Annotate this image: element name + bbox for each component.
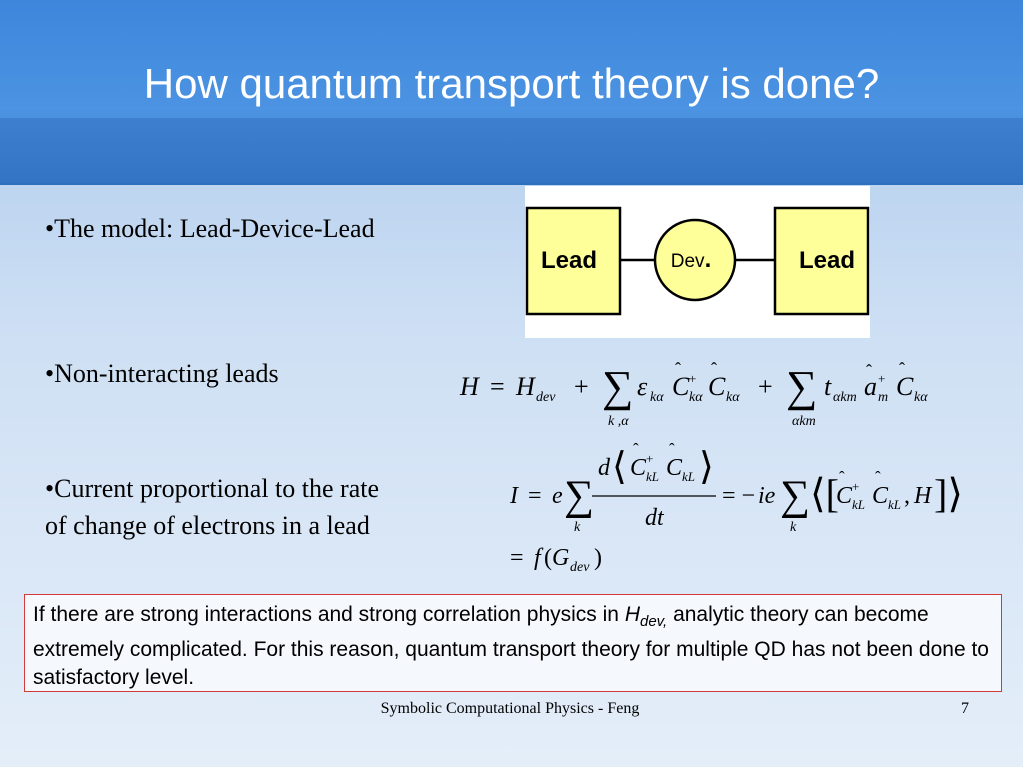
svg-text:C: C	[666, 455, 683, 481]
svg-text:kL: kL	[682, 469, 695, 484]
note-text-after: analytic theory can become extremely com…	[33, 603, 989, 690]
svg-text:∑: ∑	[786, 362, 817, 411]
svg-text:⟩: ⟩	[699, 446, 714, 488]
svg-text:G: G	[552, 545, 569, 571]
svg-text:kL: kL	[646, 469, 659, 484]
svg-text:+: +	[689, 371, 696, 386]
svg-text:(: (	[544, 545, 552, 571]
slide-title: How quantum transport theory is done?	[143, 60, 880, 107]
svg-text:=: =	[528, 483, 542, 509]
hamiltonian-equation: H = H dev + ∑ k ,α ε kα C ˆ + kα C ˆ kα …	[459, 359, 928, 429]
svg-text:kα: kα	[650, 390, 664, 405]
svg-text:C: C	[872, 483, 889, 509]
device-label: Dev.	[671, 246, 711, 273]
lead-box-right	[773, 206, 870, 316]
svg-text:kα: kα	[726, 390, 740, 405]
svg-text:,: ,	[904, 483, 910, 509]
svg-text:⟨: ⟨	[612, 446, 627, 488]
svg-text:k: k	[574, 520, 581, 535]
equations: H = H dev + ∑ k ,α ε kα C ˆ + kα C ˆ kα …	[440, 355, 1000, 585]
svg-text:+: +	[646, 451, 653, 466]
svg-text:αkm: αkm	[833, 390, 857, 405]
svg-text:H: H	[459, 372, 480, 401]
svg-text:t: t	[824, 372, 832, 401]
svg-text:kL: kL	[888, 497, 901, 512]
svg-text:+: +	[852, 479, 859, 494]
svg-text:C: C	[836, 483, 853, 509]
svg-text:=: =	[490, 372, 505, 401]
footer: Symbolic Computational Physics - Feng	[380, 700, 640, 717]
svg-text:ˆ: ˆ	[669, 440, 675, 459]
svg-text:∑: ∑	[780, 473, 810, 519]
svg-text:kα: kα	[914, 390, 928, 405]
svg-text:]⟩: ]⟩	[934, 471, 963, 516]
svg-text:+: +	[574, 372, 589, 401]
svg-text:C: C	[708, 372, 726, 401]
lead-box-left	[525, 206, 622, 316]
svg-text:ˆ: ˆ	[675, 359, 681, 379]
svg-text:=: =	[510, 545, 524, 571]
svg-text:ˆ: ˆ	[899, 359, 905, 379]
svg-text:a: a	[864, 372, 877, 401]
svg-text:= −: = −	[722, 483, 755, 509]
note-box: If there are strong interactions and str…	[24, 594, 1002, 692]
svg-text:f: f	[534, 545, 544, 571]
bullet-current: •Current proportional to the rate	[45, 474, 380, 503]
svg-text:dt: dt	[645, 505, 665, 531]
svg-text:ˆ: ˆ	[839, 468, 845, 487]
svg-text:+: +	[758, 372, 773, 401]
svg-text:∑: ∑	[602, 362, 633, 411]
svg-text:ˆ: ˆ	[875, 468, 881, 487]
title-bar-band	[0, 118, 1023, 183]
svg-text:ie: ie	[758, 483, 776, 509]
svg-text:k ,α: k ,α	[608, 414, 629, 429]
current-equation: I = e ∑ k d ⟨ C ˆ + kL C ˆ kL ⟩ dt = − i…	[509, 440, 963, 575]
svg-text:ˆ: ˆ	[633, 440, 639, 459]
svg-text:kL: kL	[852, 497, 865, 512]
svg-text:αkm: αkm	[792, 414, 816, 429]
bullet-current-cont: of change of electrons in a lead	[45, 511, 370, 540]
bullet-noninteracting: •Non-interacting leads	[45, 359, 279, 388]
svg-text:C: C	[672, 372, 690, 401]
lead-label-left: Lead	[541, 247, 597, 274]
svg-text:ε: ε	[637, 372, 648, 401]
svg-text:m: m	[878, 390, 888, 405]
svg-text:ˆ: ˆ	[866, 361, 872, 381]
bullet-model: •The model: Lead-Device-Lead	[45, 214, 375, 243]
svg-text:I: I	[509, 483, 519, 509]
svg-text:e: e	[552, 483, 563, 509]
svg-text:⟨[: ⟨[	[810, 471, 839, 516]
svg-text:H: H	[515, 372, 536, 401]
svg-text:∑: ∑	[564, 473, 594, 519]
page-number: 7	[961, 700, 969, 717]
svg-text:ˆ: ˆ	[711, 359, 717, 379]
device-circle	[653, 218, 737, 302]
svg-text:dev: dev	[536, 390, 556, 405]
lead-label-right: Lead	[799, 247, 855, 274]
svg-text:+: +	[878, 371, 885, 386]
note-text-before: If there are strong interactions and str…	[33, 603, 625, 626]
svg-text:dev: dev	[570, 560, 590, 575]
svg-text:C: C	[630, 455, 647, 481]
svg-text:d: d	[598, 455, 611, 481]
svg-text:k: k	[790, 520, 797, 535]
title-bar: How quantum transport theory is done?	[0, 0, 1023, 185]
svg-text:kα: kα	[689, 390, 703, 405]
note-symbol: H	[624, 603, 640, 626]
svg-text:H: H	[913, 483, 933, 509]
lead-device-lead-diagram: Lead Lead Dev.	[525, 186, 870, 338]
note-symbol-sub: dev,	[639, 613, 668, 631]
svg-text:): )	[594, 545, 602, 571]
svg-text:C: C	[896, 372, 914, 401]
